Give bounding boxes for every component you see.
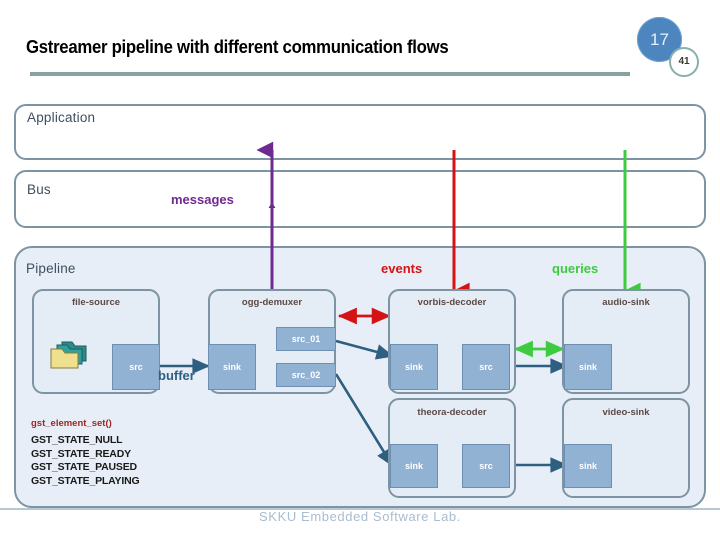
element-video-sink-label: video-sink: [602, 407, 650, 418]
element-ogg-demuxer-label: ogg-demuxer: [241, 297, 303, 308]
element-file-source-label: file-source: [71, 297, 121, 308]
folder-icon: [50, 341, 87, 369]
pad-theora-decoder-src[interactable]: src: [462, 444, 510, 488]
messages-flow-label: messages: [171, 192, 234, 207]
pad-vorbis-decoder-src[interactable]: src: [462, 344, 510, 390]
application-layer-label: Application: [27, 110, 96, 125]
pad-theora-decoder-sink[interactable]: sink: [390, 444, 438, 488]
pad-vorbis-decoder-sink[interactable]: sink: [390, 344, 438, 390]
element-vorbis-decoder-label: vorbis-decoder: [417, 297, 487, 308]
footer-divider: [0, 508, 720, 510]
pad-ogg-demuxer-sink[interactable]: sink: [208, 344, 256, 390]
secondary-number-badge: 41: [669, 47, 699, 77]
pad-audio-sink-sink[interactable]: sink: [564, 344, 612, 390]
footer-text: SKKU Embedded Software Lab.: [259, 509, 461, 524]
gst-element-set-label: gst_element_set(): [31, 418, 112, 429]
title-underline: [30, 72, 630, 76]
gst-state-list: GST_STATE_NULL GST_STATE_READY GST_STATE…: [31, 434, 140, 487]
element-theora-decoder-label: theora-decoder: [417, 407, 487, 418]
events-flow-label: events: [381, 261, 423, 276]
pipeline-layer-label: Pipeline: [26, 261, 76, 276]
pad-ogg-demuxer-src01[interactable]: src_01: [276, 327, 336, 351]
page-number-badge: 17: [637, 17, 682, 62]
bus-layer-box: [14, 170, 706, 228]
application-layer-box: [14, 104, 706, 160]
pad-file-source-src[interactable]: src: [112, 344, 160, 390]
page-title: Gstreamer pipeline with different commun…: [26, 37, 449, 57]
element-audio-sink-label: audio-sink: [602, 297, 650, 308]
pad-video-sink-sink[interactable]: sink: [564, 444, 612, 488]
queries-flow-label: queries: [552, 261, 599, 276]
bus-layer-label: Bus: [27, 182, 51, 197]
buffer-label: buffer: [158, 368, 195, 383]
pad-ogg-demuxer-src02[interactable]: src_02: [276, 363, 336, 387]
